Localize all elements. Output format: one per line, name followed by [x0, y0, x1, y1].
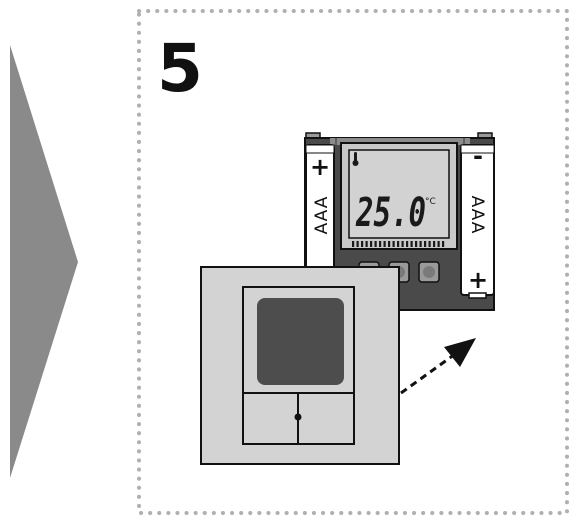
- lcd-screen: [348, 149, 450, 239]
- lcd-temperature: 25.0: [355, 190, 426, 236]
- battery-left-label: AAA: [312, 196, 332, 235]
- battery-left: + AAA: [305, 144, 335, 271]
- battery-right-top-sign: -: [473, 142, 483, 170]
- thermometer-icon: [352, 152, 359, 166]
- battery-right-label: AAA: [467, 196, 487, 235]
- lcd-unit: °C: [425, 197, 436, 207]
- step-number: 5: [157, 30, 203, 107]
- lcd-connector-pins: [352, 241, 445, 247]
- next-arrow-icon: [10, 45, 78, 478]
- cover-button-split-dot: [294, 413, 302, 421]
- cover-window: [257, 298, 344, 385]
- step-frame: [137, 9, 569, 515]
- battery-left-top-sign: +: [310, 153, 330, 181]
- battery-right: - AAA +: [460, 142, 495, 299]
- front-cover: [200, 266, 400, 465]
- insert-arrow-icon: [400, 338, 476, 395]
- battery-right-bottom-sign: +: [468, 266, 488, 294]
